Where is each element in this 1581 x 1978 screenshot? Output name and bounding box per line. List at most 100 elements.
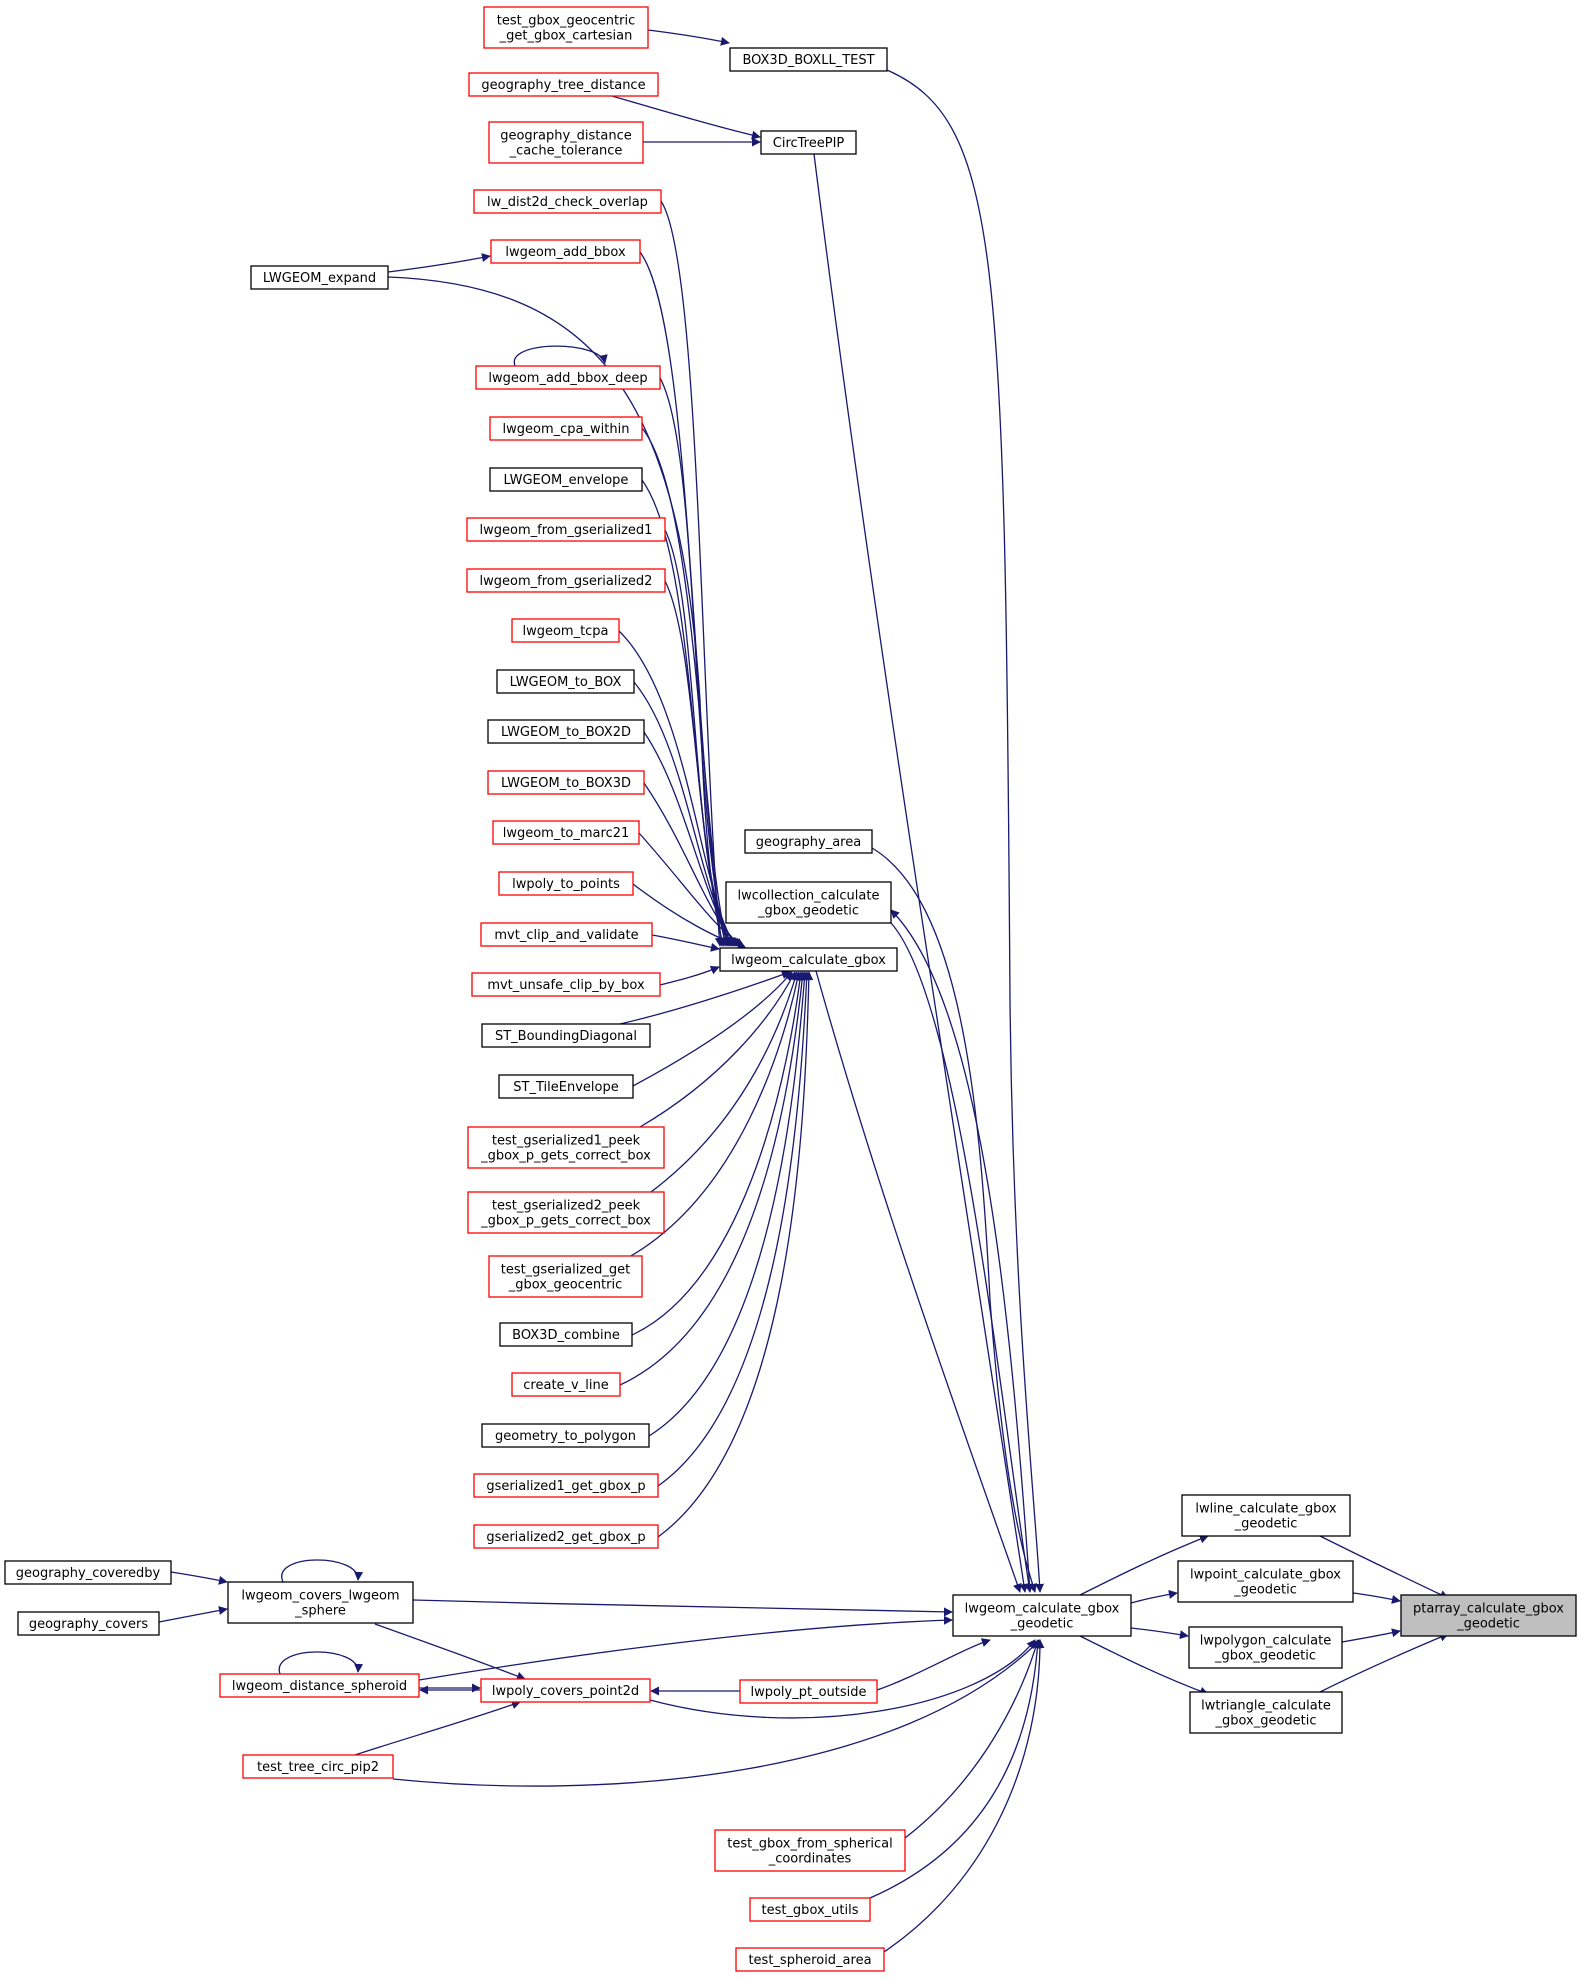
node-lwgeom-envelope[interactable]: LWGEOM_envelope bbox=[489, 467, 643, 492]
node-label: BOX3D_BOXLL_TEST bbox=[742, 53, 874, 68]
e-calcgbox-geodetic bbox=[815, 970, 1022, 1593]
node-box bbox=[498, 871, 634, 896]
node-test-gbox-utils[interactable]: test_gbox_utils bbox=[749, 1897, 871, 1922]
e-outside-geodetic-path bbox=[876, 1638, 991, 1691]
node-lwpoly-to-points[interactable]: lwpoly_to_points bbox=[498, 871, 634, 896]
node-label: lw_dist2d_check_overlap bbox=[487, 195, 648, 210]
node-lwgeom-from-gserialized1[interactable]: lwgeom_from_gserialized1 bbox=[466, 517, 666, 542]
node-lwpoly-covers-point2d[interactable]: lwpoly_covers_point2d bbox=[480, 1678, 651, 1703]
node-test-gbox-from-spherical-coordinates[interactable]: test_gbox_from_spherical_coordinates bbox=[714, 1829, 906, 1872]
node-lwgeom-tcpa[interactable]: lwgeom_tcpa bbox=[511, 618, 620, 643]
e-calcgbox-geodetic-path bbox=[815, 970, 1022, 1593]
e-dspheroid-self-path bbox=[278, 1651, 364, 1675]
node-lwgeom-add-bbox-deep[interactable]: lwgeom_add_bbox_deep bbox=[475, 365, 661, 390]
node-label: _gbox_p_gets_correct_box bbox=[480, 1149, 651, 1164]
e-line-ptarray bbox=[1319, 1535, 1449, 1599]
node-st-tileenvelope[interactable]: ST_TileEnvelope bbox=[498, 1074, 634, 1099]
e-fromgs2-calc-path bbox=[664, 580, 735, 947]
node-geography-covers[interactable]: geography_covers bbox=[17, 1611, 160, 1636]
e-gs2gbox-calc-path bbox=[657, 971, 814, 1538]
node-label: lwpoint_calculate_gbox bbox=[1190, 1568, 1341, 1583]
e-topoly-calc-path bbox=[648, 971, 809, 1437]
node-test-gbox-geocentric-get-gbox-cartesian[interactable]: test_gbox_geocentric_get_gbox_cartesian bbox=[483, 6, 649, 49]
e-dspheroid-self bbox=[278, 1651, 364, 1675]
node-lwgeom-to-box[interactable]: LWGEOM_to_BOX bbox=[496, 669, 635, 694]
e-spherical-geodetic bbox=[904, 1639, 1040, 1839]
node-geography-distance-cache-tolerance[interactable]: geography_distance_cache_tolerance bbox=[488, 121, 644, 164]
node-lwgeom-distance-spheroid[interactable]: lwgeom_distance_spheroid bbox=[219, 1673, 420, 1698]
node-label: lwgeom_from_gserialized1 bbox=[480, 523, 653, 538]
e-gs1gbox-calc bbox=[657, 971, 812, 1487]
node-geometry-to-polygon[interactable]: geometry_to_polygon bbox=[481, 1423, 650, 1448]
e-dist2d-calc-path bbox=[660, 200, 724, 947]
node-test-gserialized1-peek[interactable]: test_gserialized1_peek_gbox_p_gets_corre… bbox=[467, 1126, 665, 1169]
node-lwpoint-calculate-gbox-geodetic[interactable]: lwpoint_calculate_gbox_geodetic bbox=[1177, 1560, 1354, 1603]
node-box bbox=[492, 820, 640, 845]
e-boxll-geodetic-path bbox=[886, 69, 1045, 1593]
node-box bbox=[735, 1947, 885, 1972]
node-lwgeom-add-bbox[interactable]: lwgeom_add_bbox bbox=[490, 239, 641, 264]
node-lwgeom-calculate-gbox-geodetic[interactable]: lwgeom_calculate_gbox_geodetic bbox=[952, 1594, 1132, 1637]
node-geography-coveredby[interactable]: geography_coveredby bbox=[4, 1560, 172, 1585]
node-circtreepip[interactable]: CircTreePIP bbox=[760, 130, 857, 155]
e-sphere-geodetic bbox=[412, 1599, 953, 1617]
node-lwpoly-pt-outside[interactable]: lwpoly_pt_outside bbox=[739, 1679, 878, 1704]
node-test-gserialized-get-gbox-geocentric[interactable]: test_gserialized_get_gbox_geocentric bbox=[488, 1255, 643, 1298]
node-lwtriangle-calculate-gbox-geodetic[interactable]: lwtriangle_calculate_gbox_geodetic bbox=[1189, 1691, 1343, 1734]
e-tobox-calc bbox=[633, 681, 739, 947]
node-lwline-calculate-gbox-geodetic[interactable]: lwline_calculate_gbox_geodetic bbox=[1181, 1494, 1351, 1537]
e-vline-calc bbox=[619, 971, 807, 1386]
node-st-boundingdiagonal[interactable]: ST_BoundingDiagonal bbox=[481, 1023, 651, 1048]
e-outside-geodetic bbox=[876, 1638, 991, 1691]
e-triangle-ptarray-path bbox=[1319, 1632, 1449, 1693]
node-box bbox=[952, 1594, 1132, 1637]
node-test-spheroid-area[interactable]: test_spheroid_area bbox=[735, 1947, 885, 1972]
node-lwgeom-to-marc21[interactable]: lwgeom_to_marc21 bbox=[492, 820, 640, 845]
node-box bbox=[468, 72, 659, 97]
node-lwgeom-to-box3d[interactable]: LWGEOM_to_BOX3D bbox=[487, 770, 645, 795]
e-geodetic-collection bbox=[890, 909, 1031, 1593]
node-lwpolygon-calculate-gbox-geodetic[interactable]: lwpolygon_calculate_gbox_geodetic bbox=[1188, 1626, 1343, 1669]
node-lwgeom-expand[interactable]: LWGEOM_expand bbox=[250, 265, 389, 290]
e-gs2gbox-calc bbox=[657, 971, 814, 1538]
node-lwgeom-from-gserialized2[interactable]: lwgeom_from_gserialized2 bbox=[466, 568, 666, 593]
node-lwgeom-calculate-gbox[interactable]: lwgeom_calculate_gbox bbox=[719, 947, 898, 972]
node-lwgeom-covers-lwgeom-sphere[interactable]: lwgeom_covers_lwgeom_sphere bbox=[227, 1581, 414, 1624]
node-label: geography_tree_distance bbox=[481, 78, 645, 93]
node-box bbox=[17, 1611, 160, 1636]
node-label: _geodetic bbox=[1010, 1617, 1074, 1632]
node-lw-dist2d-check-overlap[interactable]: lw_dist2d_check_overlap bbox=[473, 189, 662, 214]
node-create-v-line[interactable]: create_v_line bbox=[511, 1372, 621, 1397]
node-box bbox=[481, 1423, 650, 1448]
node-label: mvt_clip_and_validate bbox=[494, 928, 638, 943]
node-test-tree-circ-pip2[interactable]: test_tree_circ_pip2 bbox=[242, 1754, 394, 1779]
node-geography-area[interactable]: geography_area bbox=[744, 829, 873, 854]
e-covers-sphere-path bbox=[158, 1606, 228, 1623]
node-box bbox=[227, 1581, 414, 1624]
node-gserialized2-get-gbox-p[interactable]: gserialized2_get_gbox_p bbox=[473, 1524, 659, 1549]
node-box bbox=[4, 1560, 172, 1585]
e-cpa-calc-path bbox=[641, 427, 731, 947]
node-lwgeom-to-box2d[interactable]: LWGEOM_to_BOX2D bbox=[487, 719, 645, 744]
e-collection-geodetic-path bbox=[890, 922, 1034, 1593]
node-mvt-unsafe-clip-by-box[interactable]: mvt_unsafe_clip_by_box bbox=[471, 972, 661, 997]
e-covers-geodetic bbox=[649, 1639, 1036, 1719]
node-label: lwgeom_distance_spheroid bbox=[232, 1679, 407, 1694]
node-gserialized1-get-gbox-p[interactable]: gserialized1_get_gbox_p bbox=[473, 1473, 659, 1498]
node-mvt-clip-and-validate[interactable]: mvt_clip_and_validate bbox=[480, 922, 653, 947]
node-box bbox=[498, 1074, 634, 1099]
e-mvtunsafe-calc-path bbox=[659, 965, 720, 986]
node-box bbox=[471, 972, 661, 997]
node-label: lwtriangle_calculate bbox=[1201, 1699, 1331, 1714]
e-tcpa-calc bbox=[618, 630, 737, 947]
node-test-gserialized2-peek[interactable]: test_gserialized2_peek_gbox_p_gets_corre… bbox=[467, 1191, 665, 1234]
node-lwcollection-calculate-gbox-geodetic[interactable]: lwcollection_calculate_gbox_geodetic bbox=[725, 881, 892, 924]
e-collection-geodetic bbox=[890, 922, 1034, 1593]
e-sphere-self-path bbox=[281, 1559, 364, 1583]
node-box3d-combine[interactable]: BOX3D_combine bbox=[499, 1322, 633, 1347]
node-label: CircTreePIP bbox=[773, 136, 845, 151]
node-lwgeom-cpa-within[interactable]: lwgeom_cpa_within bbox=[489, 416, 643, 441]
node-box3d-boxll-test[interactable]: BOX3D_BOXLL_TEST bbox=[729, 47, 888, 72]
node-ptarray-calculate-gbox-geodetic[interactable]: ptarray_calculate_gbox_geodetic bbox=[1400, 1594, 1577, 1637]
node-geography-tree-distance[interactable]: geography_tree_distance bbox=[468, 72, 659, 97]
